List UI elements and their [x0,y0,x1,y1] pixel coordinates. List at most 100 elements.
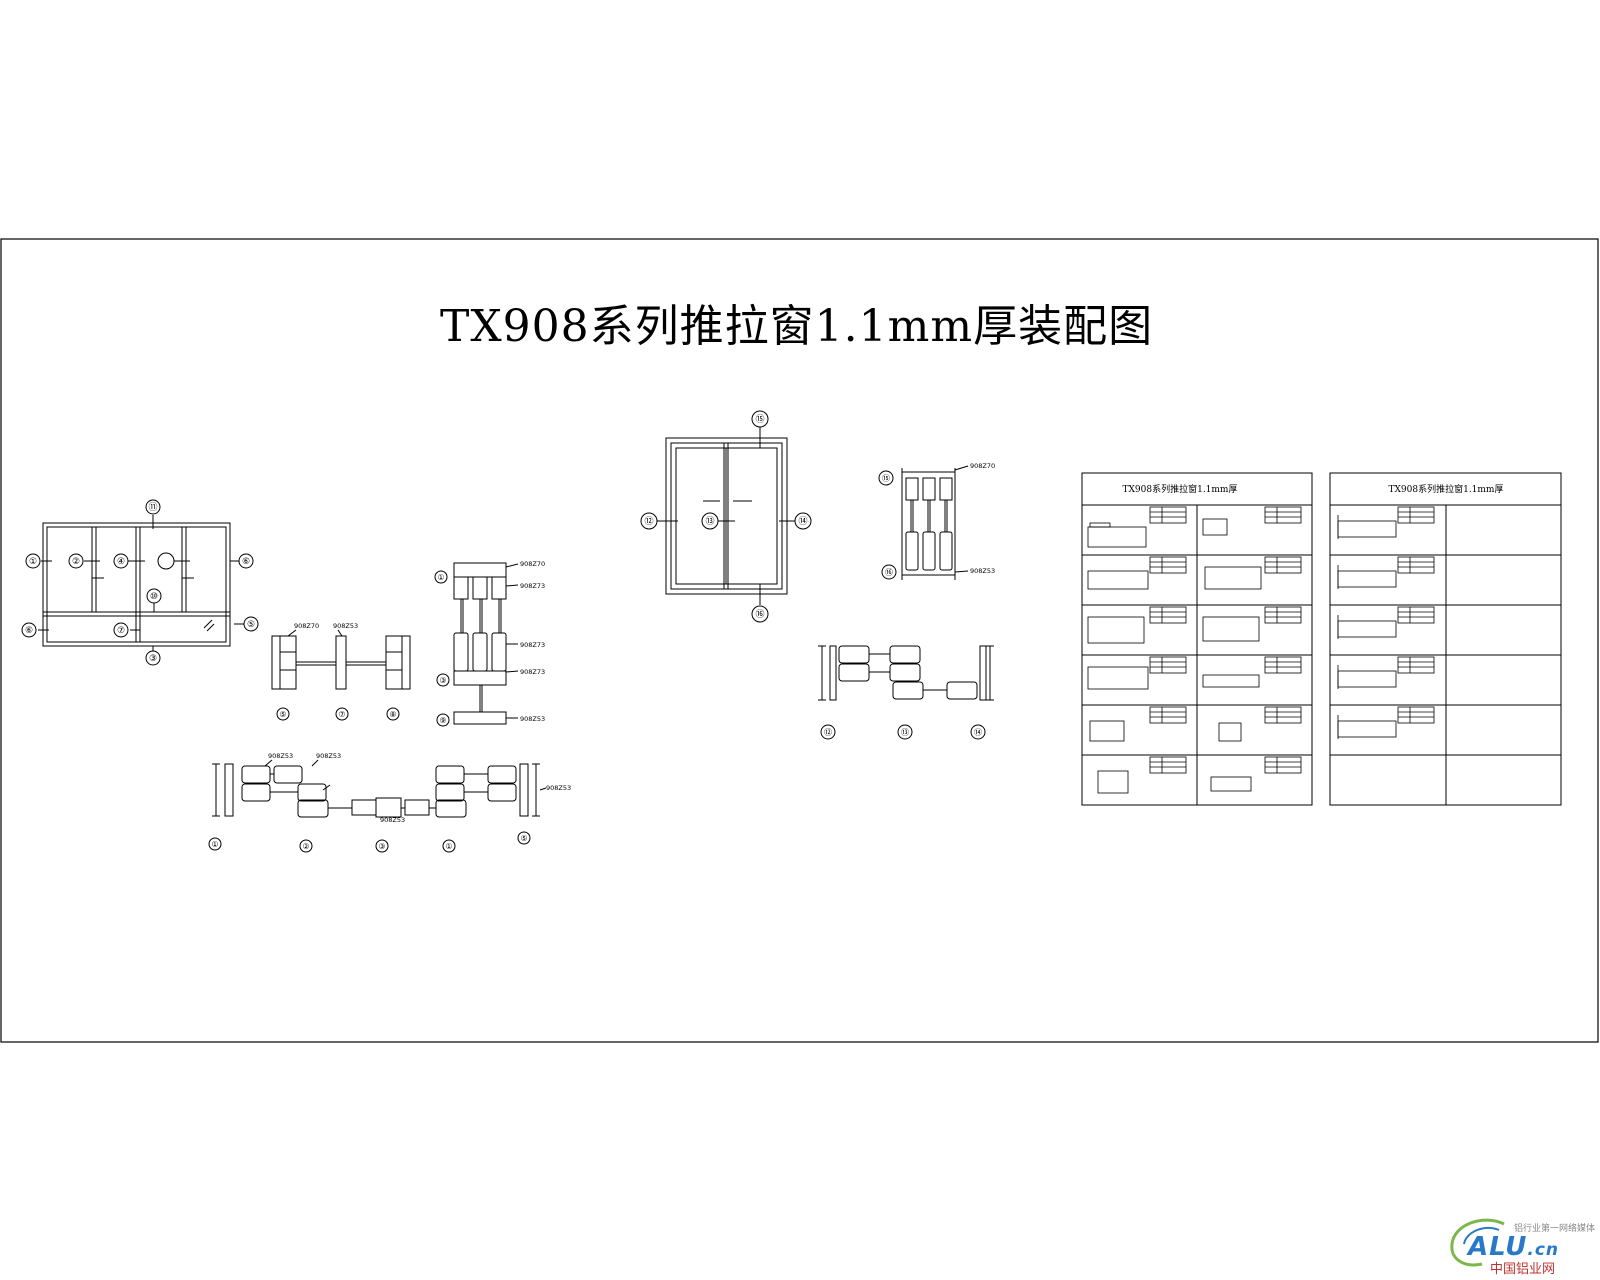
callout-b-3: ③ [378,842,385,851]
elevation-right [655,427,795,605]
table-1-cell-0-0-spec-box [1149,506,1187,524]
section-e [818,645,994,701]
callout-left-8: ⑩ [150,592,158,602]
callout-left-10: ③ [149,654,157,664]
callout-right-5: ⑯ [755,609,764,620]
table-2-title: TX908系列推拉窗1.1mm厚 [1389,483,1504,495]
table-1-cell-3-1-spec-box [1264,656,1302,674]
table-2-cell-1-profile [1337,570,1397,588]
table-1-cell-0-1-profile [1202,518,1228,536]
table-1-cell-5-0-spec-box [1149,756,1187,774]
table-1-cell-3-0-spec-box [1149,656,1187,674]
table-1-cell-4-0-profile [1089,720,1125,742]
callout-e-3: ⑭ [974,728,982,737]
table-1-cell-4-1-spec-box [1264,706,1302,724]
profile-code-c5: 908Z53 [520,715,545,723]
watermark-tagline: 铝行业第一网络媒体 [1514,1224,1596,1234]
callout-b-1: ① [211,840,218,849]
profile-code-d2: 908Z53 [970,567,995,575]
callout-b-4: ① [445,842,452,851]
table-1-cell-1-1-profile [1204,566,1262,590]
callout-e-2: ⑬ [901,728,909,737]
callout-left-1: ① [29,557,37,567]
table-1-cell-0-1-spec-box [1264,506,1302,524]
profile-code-a2: 908Z53 [333,622,358,630]
profile-code-a1: 908Z70 [294,622,319,630]
section-c-callouts: ① ③ ⑨ [434,570,450,727]
table-1-cell-3-1-profile [1202,674,1260,688]
profile-table-2 [1329,472,1562,806]
table-2-cell-4-spec-box [1397,706,1435,724]
table-1-cell-4-1-profile [1218,722,1242,742]
callout-c-3: ⑨ [439,716,446,725]
profile-code-b4: 908Z53 [546,784,571,792]
callout-a-1: ⑤ [279,710,286,719]
callout-c-1: ① [437,573,444,582]
table-1-cell-2-0-profile [1087,616,1145,644]
callout-d-1: ⑮ [882,474,890,483]
elevation-left [38,515,244,651]
table-1-cell-5-1-profile [1210,776,1252,792]
section-d-callouts: ⑮ ⑯ [878,470,897,580]
table-1-cell-1-0-spec-box [1149,556,1187,574]
table-1-cell-0-0-profile [1089,522,1111,528]
callout-d-2: ⑯ [885,568,893,577]
callout-left-5: ⑥ [242,557,250,567]
table-2-cell-2-spec-box [1397,606,1435,624]
callout-e-1: ⑫ [824,728,832,737]
table-2-cell-3-profile [1337,670,1397,688]
watermark-swirl-icon [1450,1218,1505,1267]
table-1-cell-3-0-profile [1087,666,1149,690]
callout-left-9: ⑤ [247,620,255,630]
table-2-cell-0-profile [1337,520,1397,538]
sheet-border [0,238,1599,1043]
callout-left-6: ⑥ [25,626,33,636]
profile-table-1 [1081,472,1313,806]
elevation-right-callouts: ⑮ ⑫ ⑬ ⑭ ⑯ [640,410,812,623]
callout-right-3: ⑬ [705,516,714,527]
profile-table-2-title: TX908系列推拉窗1.1mm厚 [1389,483,1504,495]
table-1-cell-5-0-profile [1097,770,1129,794]
callout-right-2: ⑫ [644,516,653,527]
table-1-cell-1-1-spec-box [1264,556,1302,574]
table-2-cell-1-spec-box [1397,556,1435,574]
profile-code-b3: 908Z53 [380,816,405,824]
callout-b-5: ⑤ [520,834,527,843]
profile-cells [1087,506,1435,794]
table-1-cell-4-0-spec-box [1149,706,1187,724]
table-2-cell-3-spec-box [1397,656,1435,674]
table-1-cell-5-1-spec-box [1264,756,1302,774]
elevation-left-callouts: ① ② ④ ⑪ ⑥ ⑥ ⑦ ⑩ ⑤ ③ [21,499,259,666]
table-1-cell-0-0-profile [1087,526,1147,548]
table-1-cell-1-0-profile [1087,570,1149,590]
section-c-labels: 908Z70 908Z73 908Z73 908Z73 908Z53 [520,560,545,723]
callout-right-4: ⑭ [798,516,807,527]
section-b [212,759,547,818]
table-2-cell-4-profile [1337,720,1397,738]
table-1-title: TX908系列推拉窗1.1mm厚 [1123,483,1238,495]
callout-left-7: ⑦ [117,626,125,636]
profile-code-b2: 908Z53 [316,752,341,760]
section-a-labels: 908Z70 908Z53 [294,622,358,630]
profile-table-1-title: TX908系列推拉窗1.1mm厚 [1123,483,1238,495]
callout-left-3: ④ [117,557,125,567]
callout-left-2: ② [72,557,80,567]
section-d [901,465,969,580]
callout-c-2: ③ [439,676,446,685]
watermark-logo: ALU.cn [1468,1232,1559,1262]
table-2-cell-2-profile [1337,620,1397,638]
callout-left-4: ⑪ [148,502,157,513]
section-d-labels: 908Z70 908Z53 [970,462,995,575]
watermark-logo-text: ALU [1468,1232,1528,1262]
section-b-callouts: ① ② ③ ① ⑤ [208,831,531,853]
section-a-callouts: ⑤ ⑦ ⑧ [276,707,400,721]
callout-a-3: ⑧ [389,710,396,719]
profile-code-d1: 908Z70 [970,462,995,470]
section-e-callouts: ⑫ ⑬ ⑭ [820,724,986,740]
profile-code-c4: 908Z73 [520,668,545,676]
callout-b-2: ② [302,842,309,851]
profile-code-b1: 908Z53 [268,752,293,760]
section-c [453,562,519,725]
section-b-labels: 908Z53 908Z53 908Z53 908Z53 [268,752,571,824]
